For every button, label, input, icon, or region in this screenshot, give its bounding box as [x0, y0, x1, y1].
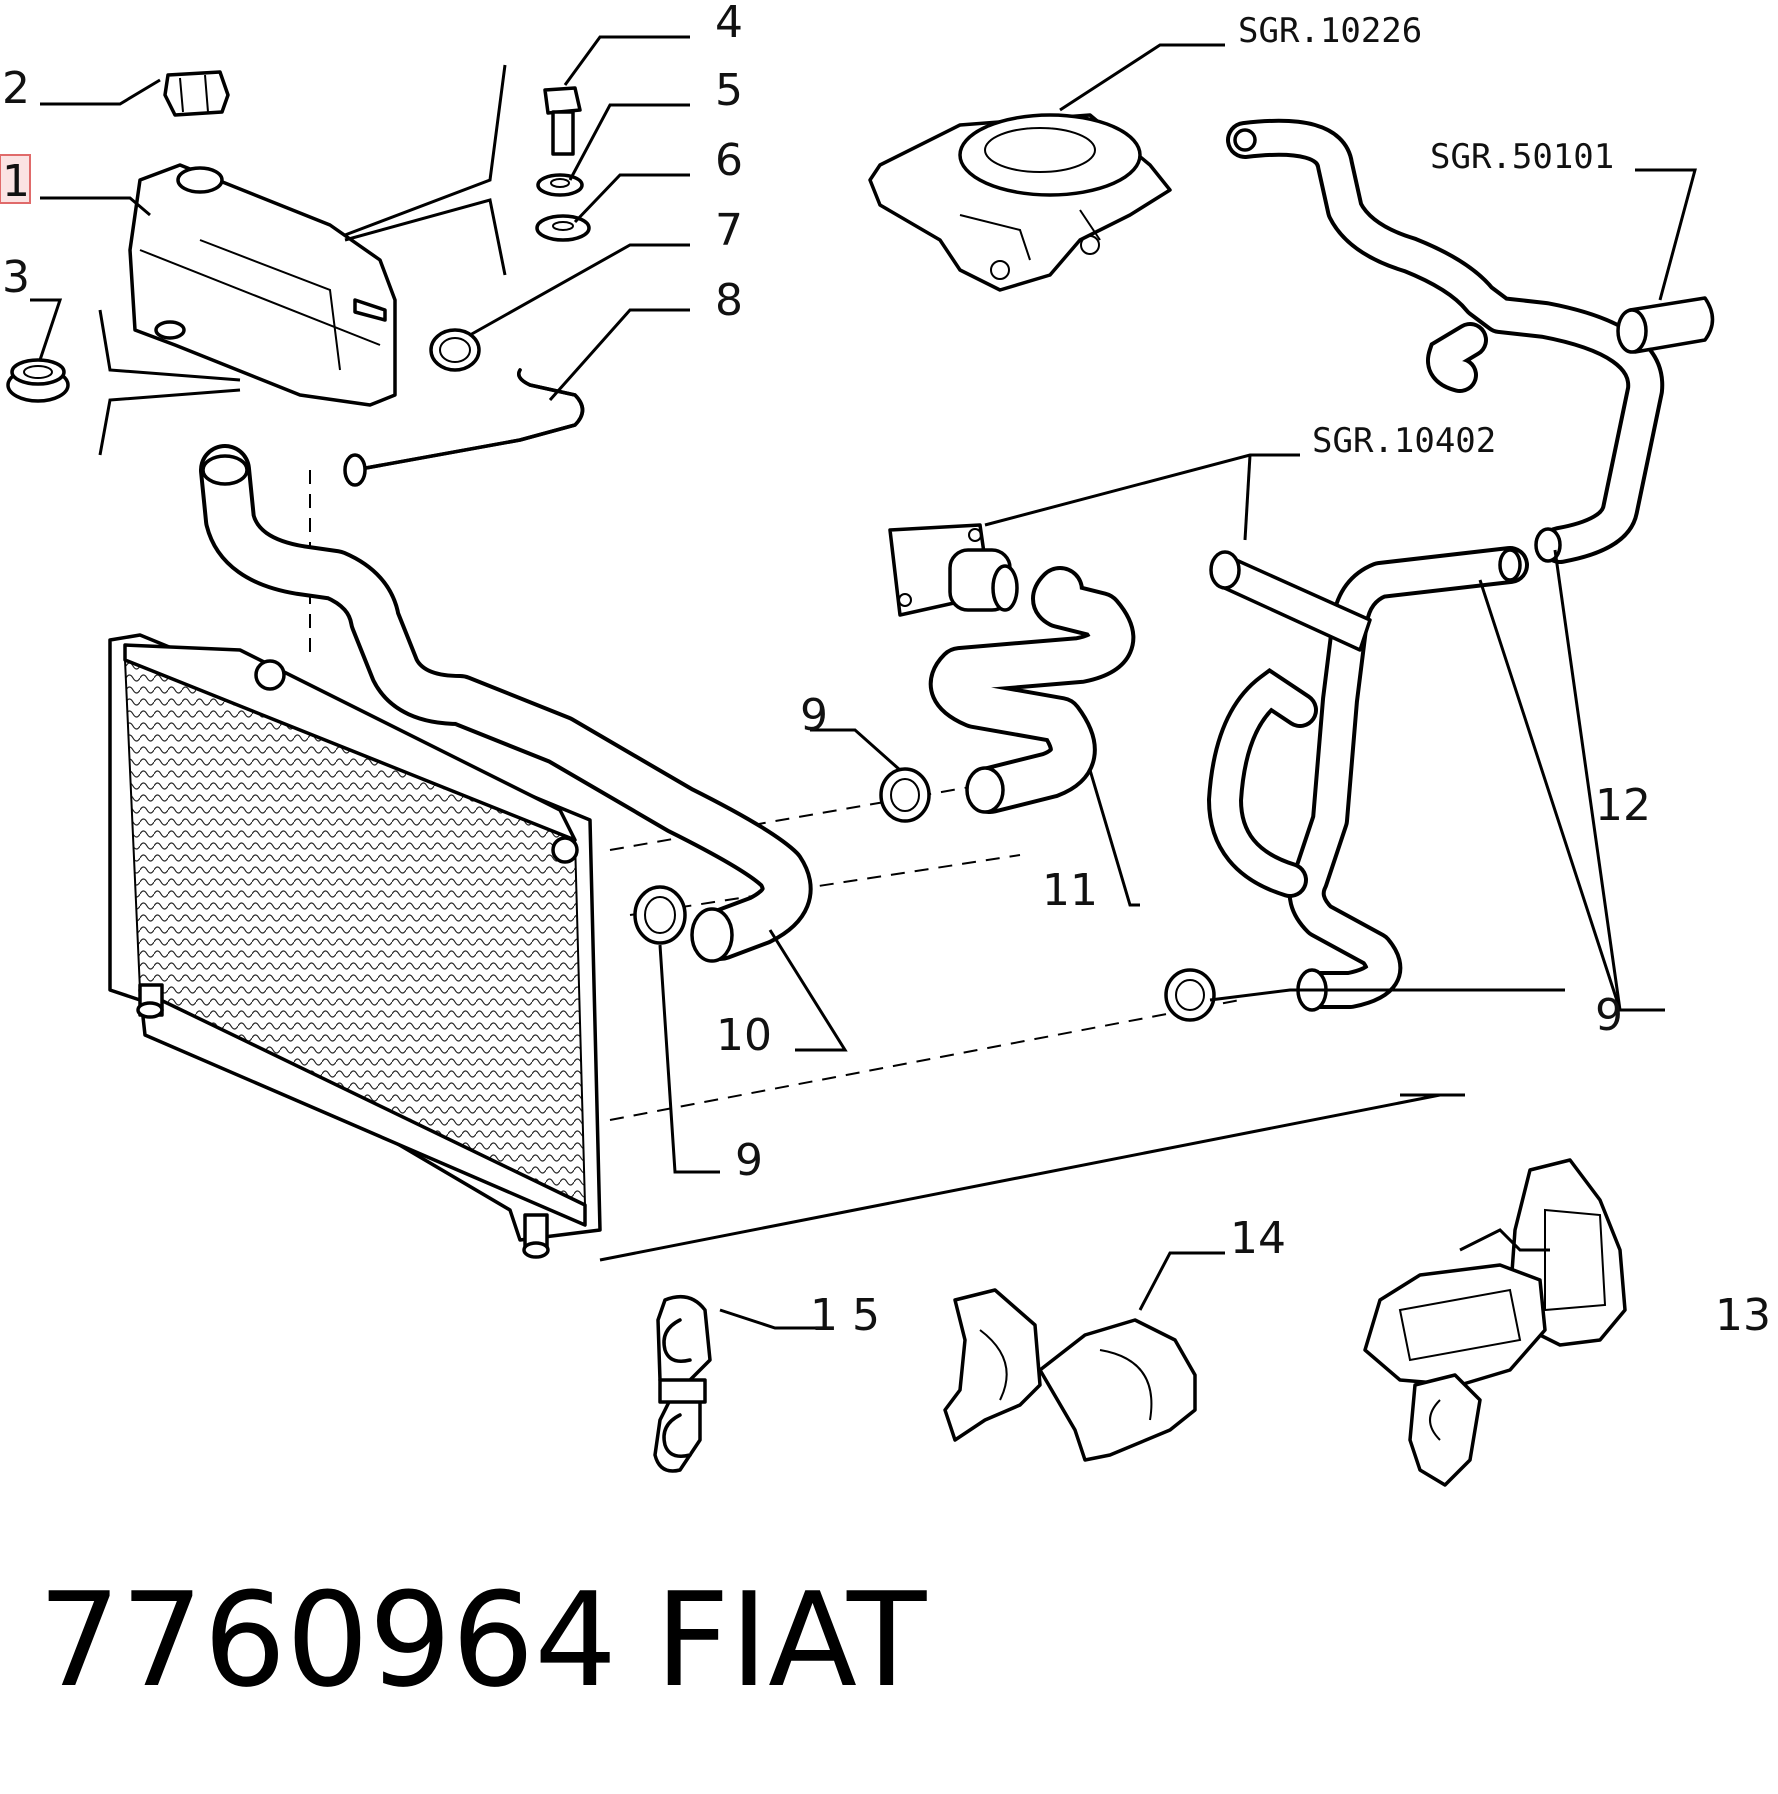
- callout-3: 3: [2, 252, 30, 303]
- callout-9: 9: [735, 1135, 763, 1186]
- washer: [536, 173, 584, 197]
- callout-4: 4: [715, 0, 743, 48]
- callout-5: 5: [715, 65, 743, 116]
- footer: 7760964 FIAT: [38, 1564, 927, 1716]
- hose-bracket-triple: [1363, 1158, 1627, 1487]
- radiator: [108, 633, 602, 1259]
- thermostat-housing: [888, 523, 1019, 617]
- ref-sgr-10402: SGR.10402: [1312, 421, 1496, 461]
- heater-hose: [929, 566, 1136, 814]
- hose-bracket-double: [653, 1294, 712, 1473]
- hose-bracket-clip: [943, 1288, 1197, 1462]
- callout-15: 1 5: [810, 1290, 880, 1341]
- callout-12: 12: [1595, 780, 1651, 831]
- callout-10: 10: [716, 1010, 772, 1061]
- assembly-guide-lines: [309, 470, 1241, 1121]
- coolant-pipe-assembly: [1206, 118, 1665, 1012]
- throttle-body: [868, 113, 1172, 292]
- callout-1: 1: [2, 156, 30, 207]
- hose-clamp: [1164, 968, 1216, 1022]
- hose-clamp: [633, 885, 687, 945]
- tank-cap: [163, 70, 230, 117]
- callout-9: 9: [1595, 990, 1623, 1041]
- bolt: [543, 86, 582, 156]
- grommet: [6, 358, 70, 403]
- brand-name: FIAT: [655, 1564, 927, 1716]
- hose-clamp: [429, 328, 481, 372]
- hose-clamp: [879, 767, 931, 823]
- ref-sgr-50101: SGR.50101: [1430, 137, 1614, 177]
- highlighted-callout-box: [0, 154, 31, 204]
- callout-13: 13: [1715, 1290, 1771, 1341]
- callout-7: 7: [715, 205, 743, 256]
- part-number: 7760964: [38, 1564, 617, 1716]
- callout-labels: 1 2 3 4 5 6 7 8 9 9 9 10 11 12 13 14 1 5: [0, 0, 1771, 1341]
- callout-9: 9: [800, 690, 828, 741]
- callout-14: 14: [1230, 1213, 1286, 1264]
- spacer: [535, 214, 591, 242]
- reference-labels: SGR.10226 SGR.50101 SGR.10402: [1238, 11, 1614, 461]
- tank-hose: [343, 368, 585, 487]
- callout-11: 11: [1042, 865, 1098, 916]
- ref-sgr-10226: SGR.10226: [1238, 11, 1422, 51]
- hose-sleeve: [1616, 296, 1715, 354]
- upper-radiator-hose: [199, 444, 813, 963]
- callout-2: 2: [2, 63, 30, 114]
- callout-6: 6: [715, 135, 743, 186]
- expansion-tank: [128, 163, 397, 407]
- leader-lines: [30, 35, 1697, 1330]
- callout-8: 8: [715, 275, 743, 326]
